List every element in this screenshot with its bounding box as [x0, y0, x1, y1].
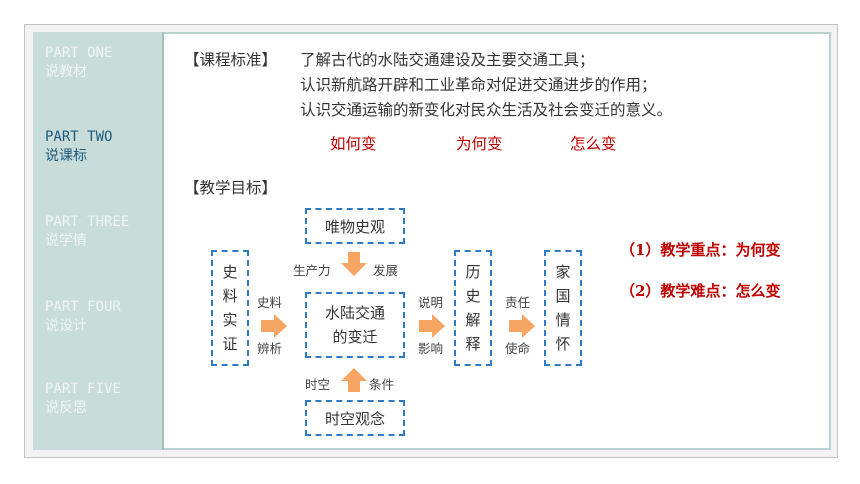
key-point: （1）教学重点：为何变 [620, 241, 781, 259]
label-conditions: 条件 [369, 377, 395, 392]
sidebar-item-part-four[interactable]: PART FOUR 说设计 [45, 298, 163, 336]
nav-part-label: PART ONE [45, 45, 113, 61]
label-development: 发展 [373, 263, 399, 278]
box-text-line: 的变迁 [332, 328, 378, 346]
arrow-up-icon [341, 368, 367, 392]
slide-content [33, 32, 831, 450]
box-char: 情 [555, 311, 571, 329]
question-how: 如何变 [330, 135, 377, 153]
nav-part-title: 说教材 [45, 64, 87, 80]
goals-label: 【教学目标】 [184, 179, 278, 197]
box-text-line: 水陆交通 [324, 304, 385, 322]
label-productivity: 生产力 [293, 263, 331, 278]
sidebar: PART ONE 说教材 PART TWO 说课标 PART THREE 说学情… [33, 32, 164, 450]
difficult-point: （2）教学难点：怎么变 [620, 282, 781, 300]
sidebar-item-part-three[interactable]: PART THREE 说学情 [45, 213, 163, 251]
box-char: 史 [222, 263, 238, 281]
label-explain: 说明 [418, 295, 444, 310]
arrow-right-icon [419, 314, 445, 338]
box-historical-interpretation: 历 史 解 释 [454, 250, 492, 366]
arrow-down-icon [341, 252, 367, 276]
box-char: 料 [222, 287, 238, 305]
arrow-right-icon [509, 314, 535, 338]
question-what-to-do: 怎么变 [570, 135, 617, 153]
label-historical-material: 史料 [257, 295, 283, 310]
box-space-time-concept: 时空观念 [305, 400, 405, 436]
label-time-space: 时空 [305, 377, 331, 392]
nav-part-title: 说设计 [45, 318, 87, 334]
nav-part-label: PART FOUR [45, 299, 121, 315]
nav-part-label: PART TWO [45, 129, 113, 145]
standard-line-2: 认识新航路开辟和工业革命对促进交通进步的作用； [300, 76, 657, 94]
box-char: 怀 [555, 335, 571, 353]
label-influence: 影响 [418, 341, 444, 356]
question-why: 为何变 [456, 135, 503, 153]
box-char: 历 [465, 263, 481, 281]
sidebar-item-part-two[interactable]: PART TWO 说课标 [45, 128, 163, 166]
nav-part-label: PART THREE [45, 214, 130, 230]
standard-label: 【课程标准】 [184, 51, 278, 69]
standard-line-1: 了解古代的水陆交通建设及主要交通工具； [300, 51, 595, 69]
nav-part-label: PART FIVE [45, 381, 121, 397]
box-national-sentiment: 家 国 情 怀 [544, 250, 582, 366]
nav-part-title: 说反思 [45, 400, 87, 416]
box-char: 证 [222, 335, 238, 353]
standard-line-3: 认识交通运输的新变化对民众生活及社会变迁的意义。 [300, 101, 673, 119]
box-char: 史 [465, 287, 481, 305]
label-analysis: 辨析 [257, 341, 283, 356]
label-responsibility: 责任 [505, 295, 531, 310]
box-historical-evidence: 史 料 实 证 [211, 250, 249, 366]
nav-part-title: 说课标 [45, 148, 87, 164]
box-historical-materialism: 唯物史观 [305, 208, 405, 244]
box-transport-change: 水陆交通 的变迁 [305, 292, 405, 358]
nav-part-title: 说学情 [45, 233, 87, 249]
label-mission: 使命 [505, 341, 531, 356]
box-char: 解 [465, 311, 481, 329]
sidebar-item-part-five[interactable]: PART FIVE 说反思 [45, 380, 163, 418]
box-char: 家 [555, 263, 571, 281]
box-char: 释 [465, 335, 481, 353]
box-char: 实 [222, 311, 238, 329]
box-char: 国 [555, 287, 571, 305]
sidebar-item-part-one[interactable]: PART ONE 说教材 [45, 44, 163, 82]
arrow-right-icon [261, 314, 287, 338]
